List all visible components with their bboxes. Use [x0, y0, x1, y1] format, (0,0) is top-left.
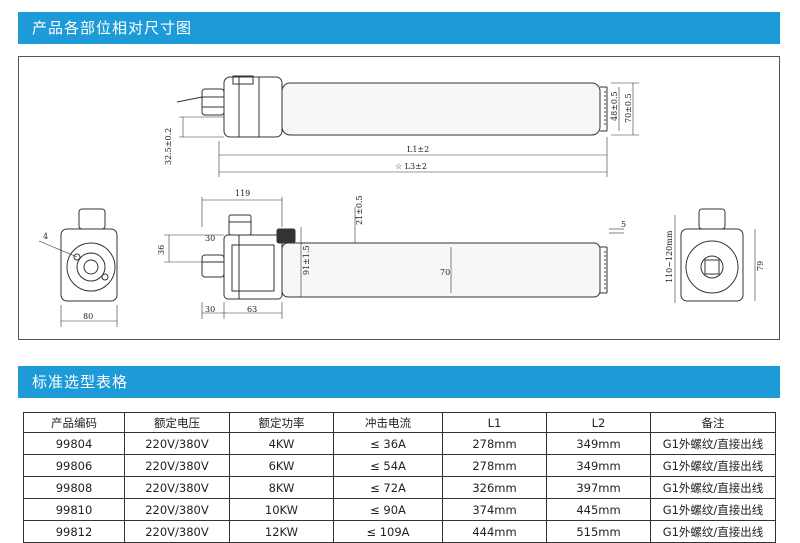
cell: 278mm [442, 454, 547, 477]
cell: 10KW [229, 498, 334, 521]
cell: 515mm [546, 520, 651, 543]
cell: 99812 [23, 520, 125, 543]
cell: 349mm [546, 454, 651, 477]
dim-mid-63: 63 [247, 305, 257, 314]
dim-right-110: 110~120mm [665, 230, 674, 283]
dimension-drawing: 32.5±0.2 48±0.5 70±0.5 L1±2 ☆ L3±2 119 2… [18, 56, 780, 340]
table-row: 99812 220V/380V 12KW ≤ 109A 444mm 515mm … [23, 520, 776, 543]
section-title-selection: 标准选型表格 [18, 366, 780, 398]
spec-table: 产品编码 额定电压 额定功率 冲击电流 L1 L2 备注 99804 220V/… [23, 412, 776, 543]
cell: G1外螺纹/直接出线 [650, 432, 776, 455]
dim-mid-36: 36 [157, 245, 166, 255]
dim-mid-119: 119 [235, 189, 250, 198]
right-end-view [674, 208, 756, 303]
cell: 445mm [546, 498, 651, 521]
middle-view [164, 197, 624, 319]
table-row: 99806 220V/380V 6KW ≤ 54A 278mm 349mm G1… [23, 454, 776, 477]
dim-left-4: 4 [43, 232, 48, 241]
cell: 278mm [442, 432, 547, 455]
cell: 99806 [23, 454, 125, 477]
cell: 220V/380V [124, 476, 230, 499]
left-end-view [38, 208, 118, 327]
cell: 4KW [229, 432, 334, 455]
cell: 349mm [546, 432, 651, 455]
cell: 12KW [229, 520, 334, 543]
cell: G1外螺纹/直接出线 [650, 498, 776, 521]
cell: ≤ 54A [333, 454, 443, 477]
top-view [176, 75, 639, 177]
cell: 374mm [442, 498, 547, 521]
header-cell: 额定功率 [229, 412, 334, 433]
dim-mid-91: 91±1.5 [302, 245, 311, 275]
cell: 444mm [442, 520, 547, 543]
dim-mid-30b: 30 [205, 305, 215, 314]
header-cell: 产品编码 [23, 412, 125, 433]
cell: 99804 [23, 432, 125, 455]
header-cell: 冲击电流 [333, 412, 443, 433]
cell: 397mm [546, 476, 651, 499]
cell: 220V/380V [124, 432, 230, 455]
dim-top-l1: L1±2 [407, 145, 429, 154]
header-cell: L1 [442, 412, 547, 433]
dim-right-79: 79 [756, 261, 765, 271]
cell: G1外螺纹/直接出线 [650, 454, 776, 477]
dim-mid-5: 5 [621, 220, 626, 229]
cell: ≤ 36A [333, 432, 443, 455]
cell: 6KW [229, 454, 334, 477]
dim-top-left: 32.5±0.2 [164, 128, 173, 165]
cell: 99808 [23, 476, 125, 499]
cell: G1外螺纹/直接出线 [650, 476, 776, 499]
table-row: 99810 220V/380V 10KW ≤ 90A 374mm 445mm G… [23, 498, 776, 521]
section-title-dimensions: 产品各部位相对尺寸图 [18, 12, 780, 44]
dim-left-80: 80 [83, 312, 93, 321]
dim-top-r2: 70±0.5 [624, 93, 633, 123]
table-header-row: 产品编码 额定电压 额定功率 冲击电流 L1 L2 备注 [23, 412, 776, 433]
dim-top-l3: ☆ L3±2 [395, 162, 427, 171]
cell: 99810 [23, 498, 125, 521]
cell: 326mm [442, 476, 547, 499]
cell: 8KW [229, 476, 334, 499]
cell: 220V/380V [124, 454, 230, 477]
cell: ≤ 90A [333, 498, 443, 521]
dim-top-r1: 48±0.5 [610, 91, 619, 121]
dim-mid-21: 21±0.5 [355, 195, 364, 225]
technical-drawing: 32.5±0.2 48±0.5 70±0.5 L1±2 ☆ L3±2 119 2… [38, 75, 765, 327]
header-cell: 备注 [650, 412, 776, 433]
dim-mid-30a: 30 [205, 234, 215, 243]
cell: 220V/380V [124, 520, 230, 543]
header-cell: 额定电压 [124, 412, 230, 433]
cell: ≤ 72A [333, 476, 443, 499]
table-row: 99808 220V/380V 8KW ≤ 72A 326mm 397mm G1… [23, 476, 776, 499]
cell: ≤ 109A [333, 520, 443, 543]
dim-mid-70: 70 [440, 268, 450, 277]
cell: 220V/380V [124, 498, 230, 521]
header-cell: L2 [546, 412, 651, 433]
table-row: 99804 220V/380V 4KW ≤ 36A 278mm 349mm G1… [23, 432, 776, 455]
cell: G1外螺纹/直接出线 [650, 520, 776, 543]
